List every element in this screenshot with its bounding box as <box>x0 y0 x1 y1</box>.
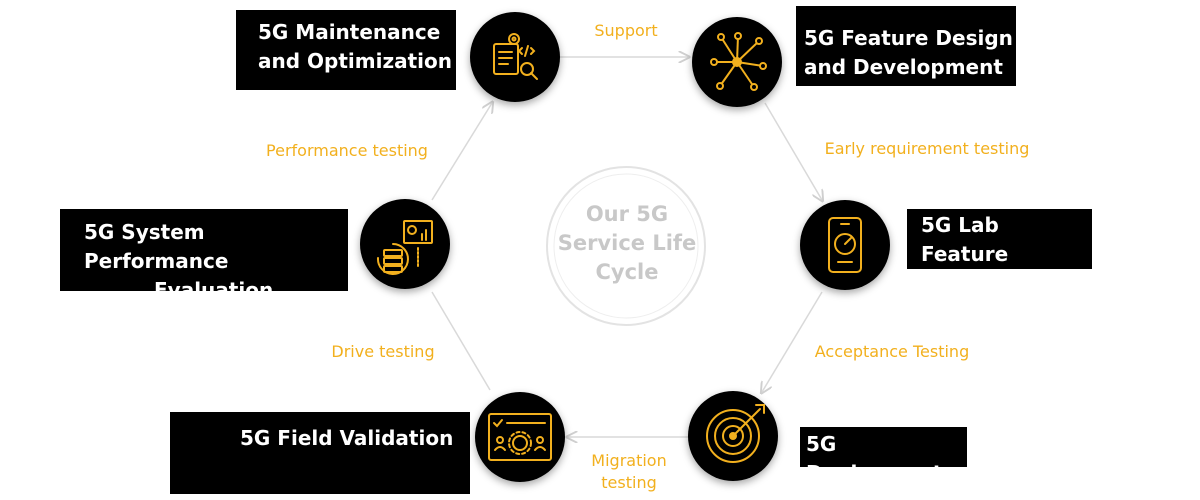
node-lab-verification <box>800 200 890 290</box>
edge-label-migration-line2: testing <box>601 473 657 492</box>
edge-label-support: Support <box>594 21 658 40</box>
label-maintenance: 5G Maintenance and Optimization <box>236 10 456 90</box>
edge-label-migration: Migration testing <box>583 450 675 494</box>
label-maintenance-line2: and Optimization <box>258 49 452 73</box>
connectors <box>431 57 823 437</box>
center-title: Our 5G Service Life Cycle <box>557 200 697 287</box>
connector-performance <box>431 103 492 201</box>
center-circle-inner <box>553 173 699 319</box>
label-lab-verification-line2: Verification <box>921 271 1051 295</box>
edge-label-early-requirement: Early requirement testing <box>824 139 1030 158</box>
center-circle <box>546 166 706 326</box>
center-title-line3: Cycle <box>595 260 659 284</box>
edge-label-performance: Performance testing <box>266 141 428 160</box>
server-chart-icon <box>376 220 433 275</box>
connector-acceptance <box>762 291 823 392</box>
label-feature-design: 5G Feature Design and Development <box>796 6 1016 86</box>
field-gear-icon <box>488 413 552 461</box>
connector-drive <box>431 291 491 391</box>
label-feature-design-line2: and Development <box>804 55 1003 79</box>
network-hub-icon <box>710 32 767 91</box>
connector-early-requirement <box>764 102 822 200</box>
node-maintenance <box>470 12 560 102</box>
center-title-line2: Service Life <box>557 231 697 255</box>
label-deployment-line1: 5G Deployment <box>806 432 943 485</box>
label-maintenance-line1: 5G Maintenance <box>258 20 441 44</box>
label-field-validation-line1: 5G Field Validation <box>240 426 454 450</box>
code-review-icon <box>493 33 538 80</box>
label-system-performance-line2: Evaluation <box>154 278 274 302</box>
label-feature-design-line1: 5G Feature Design <box>804 26 1013 50</box>
edge-label-drive: Drive testing <box>331 342 435 361</box>
label-deployment: 5G Deployment <box>800 427 967 485</box>
phone-gauge-icon <box>828 217 862 273</box>
label-lab-verification: 5G Lab Feature Verification <box>907 209 1092 295</box>
edge-label-acceptance: Acceptance Testing <box>814 342 970 361</box>
label-field-validation: 5G Field Validation <box>170 412 470 494</box>
label-system-performance: 5G System Performance Evaluation <box>60 209 348 302</box>
label-system-performance-line1: 5G System Performance <box>84 220 229 273</box>
label-lab-verification-line1: 5G Lab Feature <box>921 213 1009 266</box>
edge-label-migration-line1: Migration <box>591 451 667 470</box>
center-title-line1: Our 5G <box>585 202 669 226</box>
target-arrow-icon <box>706 404 765 463</box>
